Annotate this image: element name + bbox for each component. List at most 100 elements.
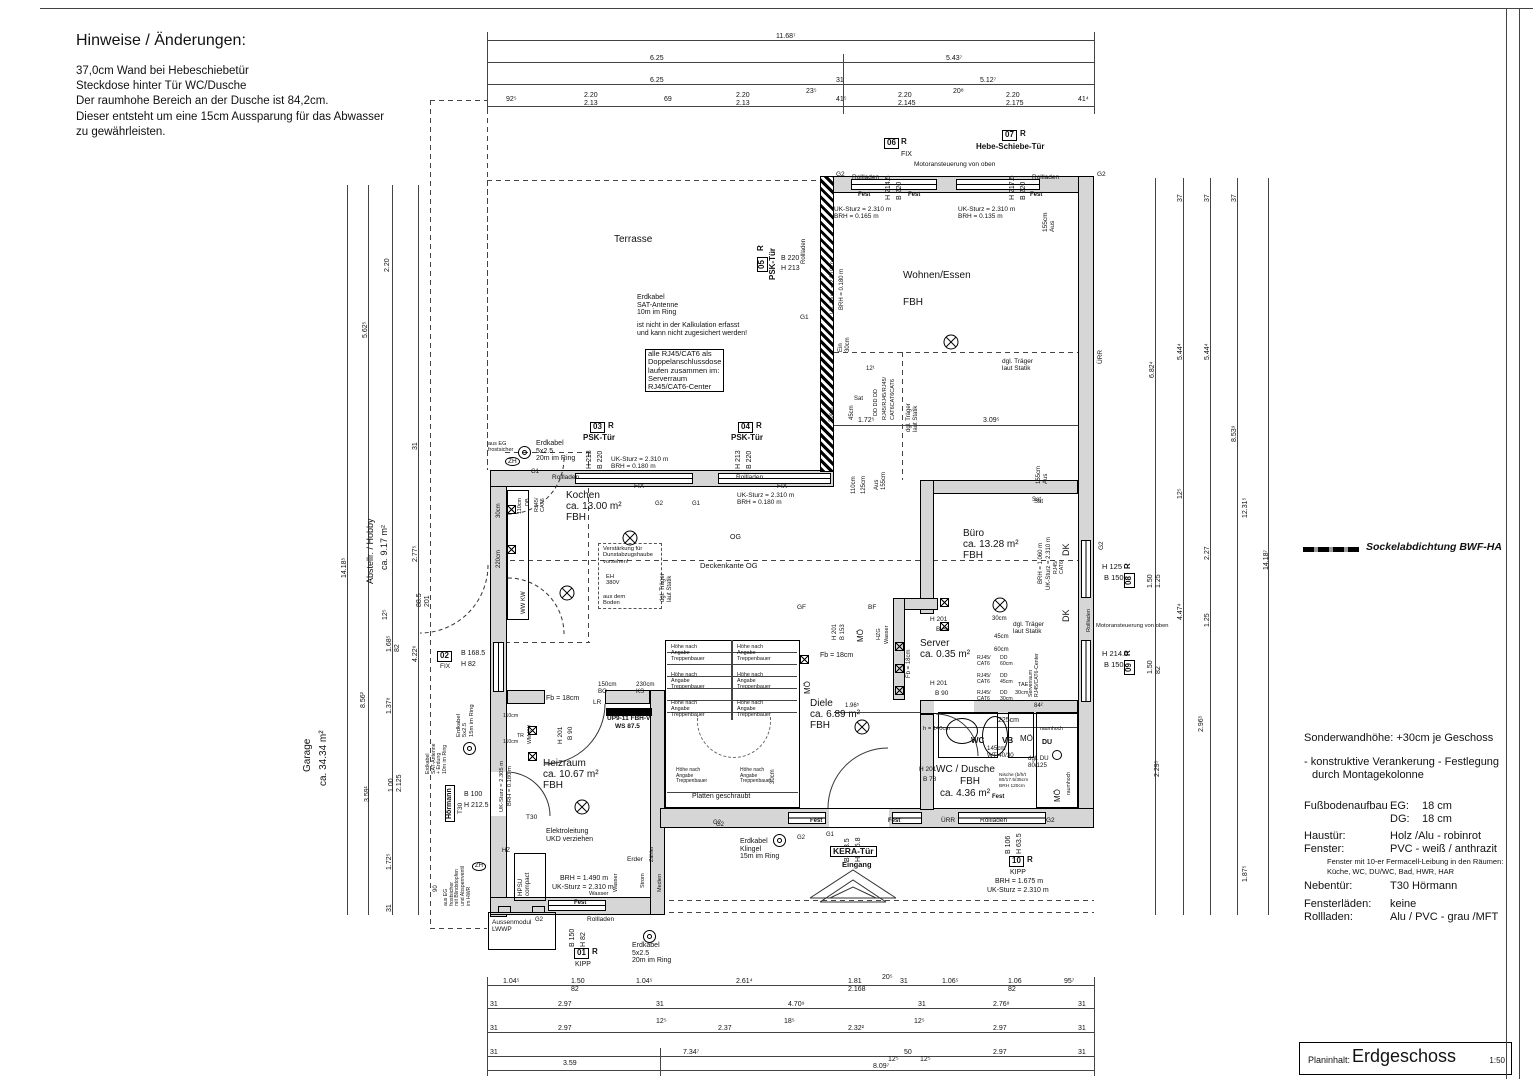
plan-annotation: PSK-Tür: [768, 248, 777, 280]
plan-annotation: G2: [1098, 541, 1105, 550]
window-06-h: H 214.5: [885, 175, 892, 200]
plan-annotation: aus EG frostsicher: [488, 441, 514, 454]
dim: 2.76⁸: [993, 1001, 1010, 1008]
dim: 1.50 1.25: [1147, 574, 1162, 588]
plan-annotation: B 153: [840, 624, 846, 640]
ceiling-lamp-icon: [943, 334, 959, 350]
dim: 2.77⁵: [412, 545, 419, 562]
dim: 14.18⁷: [1263, 549, 1270, 570]
plan-annotation: B 150: [1104, 660, 1124, 669]
dashed-line: [660, 912, 1094, 913]
socket-icon: [895, 642, 904, 651]
title-block-label: Planinhalt:: [1308, 1055, 1351, 1065]
plan-annotation: HPSU compact: [517, 872, 531, 896]
plan-annotation: 155cm Aus: [1042, 212, 1057, 232]
dim: 2.37: [718, 1025, 732, 1032]
stair-note: Höhe nach Angabe Treppenbauer: [737, 700, 771, 718]
dashed-line: [588, 452, 589, 642]
window-06-id: 06: [884, 138, 899, 149]
plan-annotation: Fest: [908, 192, 921, 198]
line: [667, 792, 798, 793]
spec-nebentuer-label: Nebentür:: [1304, 880, 1353, 892]
line: [667, 676, 731, 677]
plan-annotation: DK: [1061, 609, 1071, 622]
black-bar: [606, 708, 652, 716]
stair-note: Höhe nach Angabe Treppenbauer: [737, 644, 771, 662]
dim: 1.06⁵: [942, 978, 959, 985]
window: [1081, 640, 1091, 702]
plan-annotation: CAT6CAT6CAT6: [890, 379, 896, 420]
dim: 2.20: [384, 258, 391, 272]
dim: 7.34⁷: [683, 1049, 700, 1056]
fixture-outline: [532, 906, 545, 913]
line: [667, 712, 731, 713]
plan-annotation: H 201: [832, 623, 838, 640]
dashed-line: [660, 900, 1094, 901]
plan-annotation: Fest: [810, 818, 823, 824]
plan-annotation: Fest: [574, 900, 587, 906]
plan-annotation: raumhoch: [1040, 726, 1064, 732]
line: [843, 54, 844, 114]
dim: 5.44⁴: [1177, 343, 1184, 360]
plan-title: Erdgeschoss: [1352, 1046, 1457, 1066]
plan-annotation: dgl. Träger laut Statik: [906, 403, 919, 432]
plan-annotation: UK-Sturz = 2.305 m: [499, 760, 505, 812]
plan-annotation: Erdkabel 5x2.5 15m im Ring: [456, 704, 475, 737]
dim: 1.04⁵: [503, 978, 520, 985]
stair-note: Höhe nach Angabe Treppenbauer: [671, 672, 705, 690]
plan-annotation: aus EG frostsicher mit Blindstopfen und …: [443, 865, 472, 906]
plan-annotation: H 201: [930, 680, 948, 687]
dim: 12⁵: [656, 1018, 667, 1025]
plan-annotation: Rollladen: [852, 174, 880, 181]
plan-annotation: PSK-Tür: [583, 433, 615, 442]
spec-rollladen-value: Alu / PVC - grau /MFT: [1390, 911, 1499, 923]
plan-annotation: B 90: [567, 726, 574, 740]
spec-fensterlaeden-value: keine: [1390, 898, 1417, 910]
dashed-line: [487, 100, 488, 470]
door-swing-arc: [935, 713, 979, 757]
dim: 31: [490, 1025, 498, 1032]
spec-haustuer-label: Haustür:: [1304, 830, 1346, 842]
window: [956, 179, 1040, 190]
dim: 31: [490, 1049, 498, 1056]
plan-annotation: RJ45/ CAT6: [977, 655, 991, 667]
dim: 2.61⁴: [736, 978, 753, 985]
window: [548, 900, 606, 911]
plan-annotation: UK-Sturz = 2.310 m BRH = 0.180 m: [737, 492, 795, 507]
plan-annotation: KIPP: [575, 961, 591, 968]
dim: 12⁵: [920, 1056, 931, 1063]
door-opening: [491, 772, 506, 816]
plan-annotation: 125cm: [861, 475, 867, 494]
notes-title: Hinweise / Änderungen:: [76, 32, 246, 49]
entrance-canopy-icon: [809, 869, 897, 903]
dim: 1.00 2.125: [388, 774, 403, 792]
fixture-outline: [514, 853, 546, 901]
plan-annotation: Rollladen: [980, 817, 1008, 824]
plan-annotation: RJ45/ CAT6: [1053, 560, 1065, 574]
plan-annotation: Rollladen: [552, 474, 580, 481]
plan-annotation: ist nicht in der Kalkulation erfasst und…: [637, 322, 748, 337]
wall: [1078, 176, 1094, 828]
dim: 225cm: [998, 717, 1020, 724]
dim: 2.27: [1204, 546, 1211, 560]
spec-fenster-value: PVC - weiß / anthrazit: [1390, 843, 1497, 855]
window: [892, 812, 922, 824]
line: [1519, 8, 1520, 1079]
plan-annotation: Serverraum RJ45/CAT6-Center: [1028, 653, 1040, 697]
line: [733, 700, 797, 701]
wall: [920, 480, 934, 614]
spec-sonderwandhoehe: Sonderwandhöhe: +30cm je Geschoss: [1304, 732, 1494, 744]
plan-annotation: DK: [1061, 543, 1071, 556]
spec-eg-value: 18 cm: [1422, 800, 1452, 812]
plan-annotation: DB: [525, 498, 531, 506]
plan-annotation: Fb = 18cm: [546, 695, 580, 702]
plan-annotation: BRH = 0.180 m: [507, 766, 513, 806]
dim: 1.72⁵: [858, 417, 875, 424]
plan-annotation: 45cm: [994, 634, 1009, 640]
fixture-outline: [507, 490, 529, 620]
window-07-r: R: [1020, 129, 1026, 138]
plan-annotation: Rollladen: [736, 474, 764, 481]
plan-annotation: raumhoch: [1066, 771, 1072, 795]
plan-annotation: Sat: [854, 396, 864, 402]
plan-annotation: WW KW: [521, 591, 527, 614]
